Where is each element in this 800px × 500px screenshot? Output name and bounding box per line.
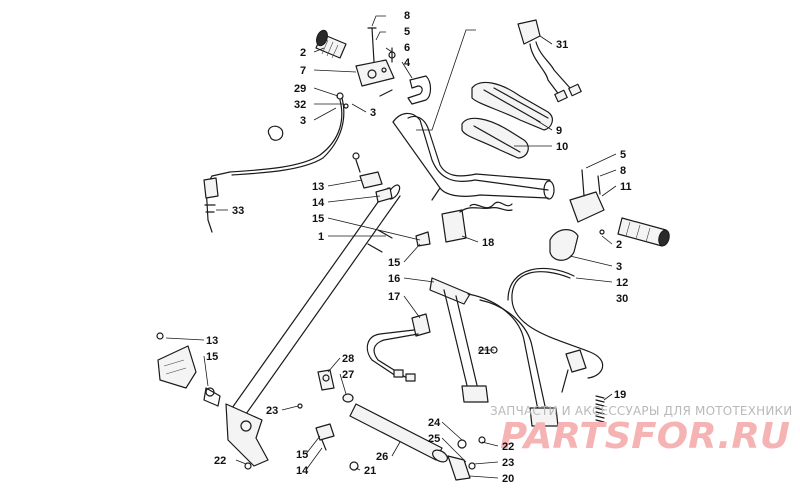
callout-label: 25	[428, 433, 440, 445]
watermark: ЗАПЧАСТИ И АКСЕССУАРЫ ДЛЯ МОТОТЕХНИКИ PA…	[490, 404, 792, 457]
steering-support	[429, 277, 559, 427]
callout-label: 26	[376, 451, 388, 463]
callout-label: 3	[616, 261, 622, 273]
clamp-lower	[156, 332, 486, 471]
callout-label: 8	[404, 10, 410, 22]
hand-guard-upper	[471, 81, 553, 131]
callout-label: 19	[614, 389, 626, 401]
callout-label: 29	[294, 83, 306, 95]
callout-label: 8	[620, 165, 626, 177]
callout-label: 24	[428, 417, 441, 429]
watermark-logo: PARTSFOR.RU	[500, 416, 790, 457]
spring	[595, 395, 605, 423]
callout-label: 31	[556, 39, 568, 51]
callout-label: 7	[300, 65, 306, 77]
callout-label: 23	[266, 405, 278, 417]
callout-label: 1	[318, 231, 324, 243]
callout-label: 15	[312, 213, 324, 225]
callout-label: 5	[404, 26, 410, 38]
throttle-cable	[203, 92, 349, 233]
lower-steering-arm	[225, 403, 269, 467]
handlebar	[392, 112, 555, 201]
callout-labels: 8 5 2 6 7 4 29 32 3 3 31 9 10 5 8 11 13 …	[206, 10, 632, 485]
hand-guard-lower	[461, 117, 529, 159]
callout-label: 5	[620, 149, 626, 161]
callout-label: 3	[300, 115, 306, 127]
tie-rod	[349, 403, 476, 481]
callout-label: 13	[206, 335, 218, 347]
switch-housing	[517, 19, 582, 103]
callout-label: 14	[312, 197, 325, 209]
callout-label: 4	[404, 57, 411, 69]
callout-label: 20	[502, 473, 514, 485]
callout-label: 21	[364, 465, 376, 477]
wire-harness	[366, 313, 431, 382]
callout-label: 17	[388, 291, 400, 303]
callout-label: 13	[312, 181, 324, 193]
callout-label: 33	[232, 205, 244, 217]
watermark-text: ЗАПЧАСТИ И АКСЕССУАРЫ ДЛЯ МОТОТЕХНИКИ	[490, 404, 792, 418]
callout-label: 11	[620, 181, 632, 193]
clamp-upper	[352, 152, 431, 247]
tether-switch	[441, 201, 513, 243]
callout-label: 15	[296, 449, 308, 461]
throttle-block	[355, 27, 432, 105]
callout-label: 23	[502, 457, 514, 469]
leader-lines	[165, 15, 617, 479]
callout-label: 2	[616, 239, 622, 251]
callout-label: 22	[214, 455, 226, 467]
callout-label: 12	[616, 277, 628, 289]
callout-label: 27	[342, 369, 354, 381]
callout-label: 15	[206, 351, 218, 363]
callout-label: 10	[556, 141, 568, 153]
callout-label: 18	[482, 237, 494, 249]
callout-label: 14	[296, 465, 309, 477]
callout-label: 3	[370, 107, 376, 119]
callout-label: 6	[404, 42, 410, 54]
callout-label: 2	[300, 47, 306, 59]
brake-cable	[507, 267, 604, 393]
callout-label: 30	[616, 293, 628, 305]
brake-lever-assembly	[549, 169, 605, 261]
right-grip	[617, 217, 670, 247]
callout-label: 9	[556, 125, 562, 137]
callout-label: 15	[388, 257, 400, 269]
upper-support-bracket	[157, 345, 221, 407]
callout-label: 32	[294, 99, 306, 111]
callout-label: 22	[502, 441, 514, 453]
left-grip	[315, 29, 347, 59]
callout-label: 16	[388, 273, 400, 285]
callout-label: 28	[342, 353, 354, 365]
callout-label: 21	[478, 345, 490, 357]
